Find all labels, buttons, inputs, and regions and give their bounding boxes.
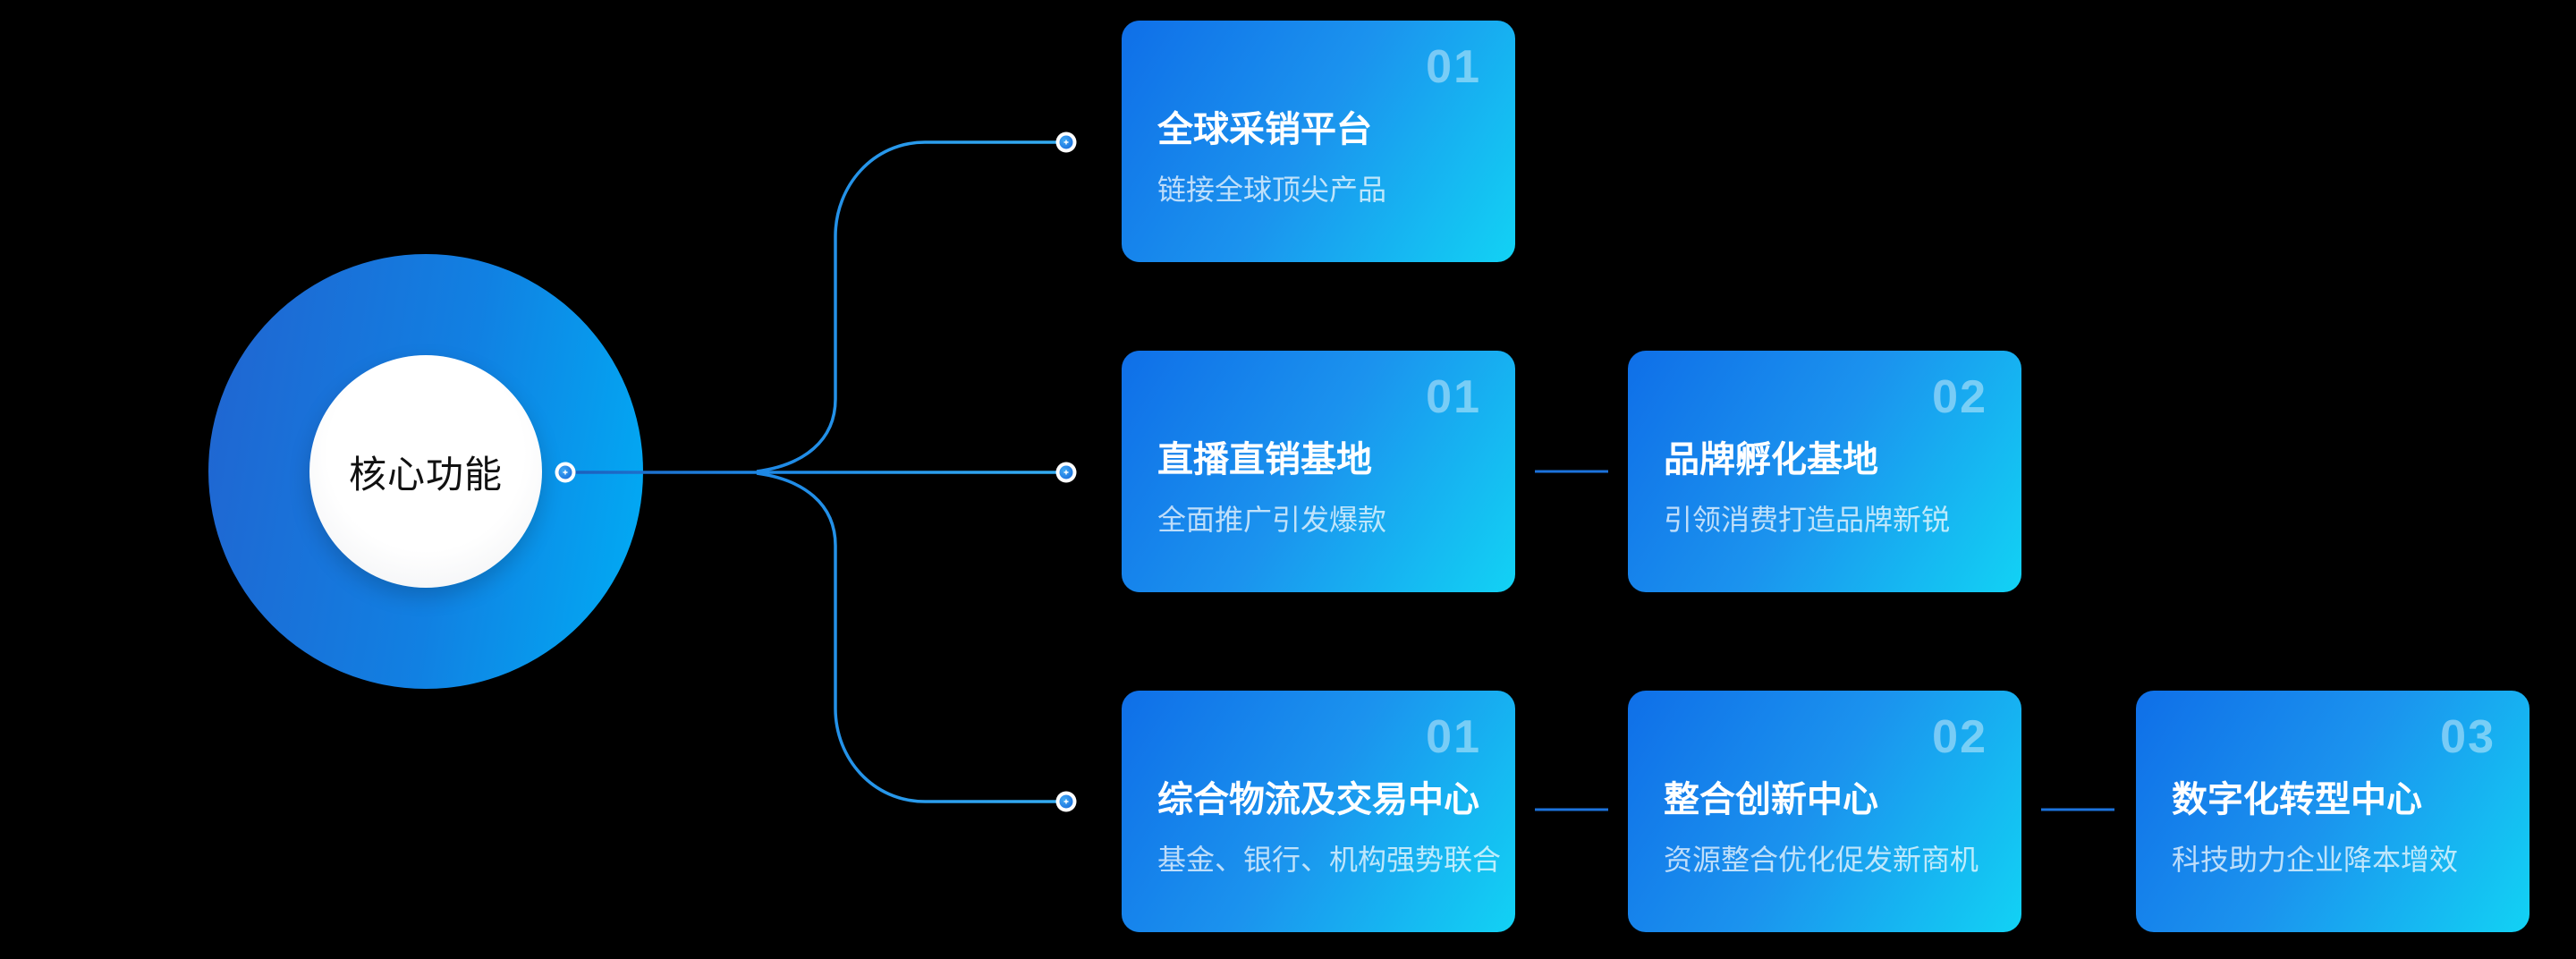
card-number: 03 xyxy=(2440,711,2496,763)
card-global-procurement: 01 全球采销平台 链接全球顶尖产品 xyxy=(1122,21,1515,262)
card-livestream-base: 01 直播直销基地 全面推广引发爆款 xyxy=(1122,351,1515,592)
card-subtitle: 链接全球顶尖产品 xyxy=(1157,174,1387,206)
branch-node-dot-bottom xyxy=(1055,791,1077,812)
branch-line-bottom xyxy=(756,471,1066,803)
card-number: 01 xyxy=(1426,711,1481,763)
card-subtitle: 全面推广引发爆款 xyxy=(1157,504,1387,536)
card-subtitle: 引领消费打造品牌新锐 xyxy=(1664,504,1951,536)
card-brand-incubation: 02 品牌孵化基地 引领消费打造品牌新锐 xyxy=(1628,351,2021,592)
card-title: 数字化转型中心 xyxy=(2172,780,2422,819)
card-innovation-center: 02 整合创新中心 资源整合优化促发新商机 xyxy=(1628,691,2021,932)
card-title: 综合物流及交易中心 xyxy=(1157,780,1479,819)
card-number: 02 xyxy=(1932,371,1987,423)
card-title: 品牌孵化基地 xyxy=(1664,440,1878,480)
card-subtitle: 基金、银行、机构强势联合 xyxy=(1157,844,1502,876)
card-title: 直播直销基地 xyxy=(1157,440,1372,480)
branch-node-dot-top xyxy=(1055,132,1077,153)
hub-label: 核心功能 xyxy=(348,453,503,496)
card-title: 整合创新中心 xyxy=(1664,780,1878,819)
branch-node-dot-middle xyxy=(1055,462,1077,483)
card-number: 01 xyxy=(1426,41,1481,93)
card-title: 全球采销平台 xyxy=(1157,110,1372,149)
card-digital-transformation-center: 03 数字化转型中心 科技助力企业降本增效 xyxy=(2136,691,2529,932)
card-number: 01 xyxy=(1426,371,1481,423)
card-logistics-trade-center: 01 综合物流及交易中心 基金、银行、机构强势联合 xyxy=(1122,691,1515,932)
card-subtitle: 资源整合优化促发新商机 xyxy=(1664,844,1979,876)
card-subtitle: 科技助力企业降本增效 xyxy=(2172,844,2459,876)
branch-line-top xyxy=(756,140,1066,473)
card-number: 02 xyxy=(1932,711,1987,763)
hub-inner-circle: 核心功能 xyxy=(309,355,542,588)
